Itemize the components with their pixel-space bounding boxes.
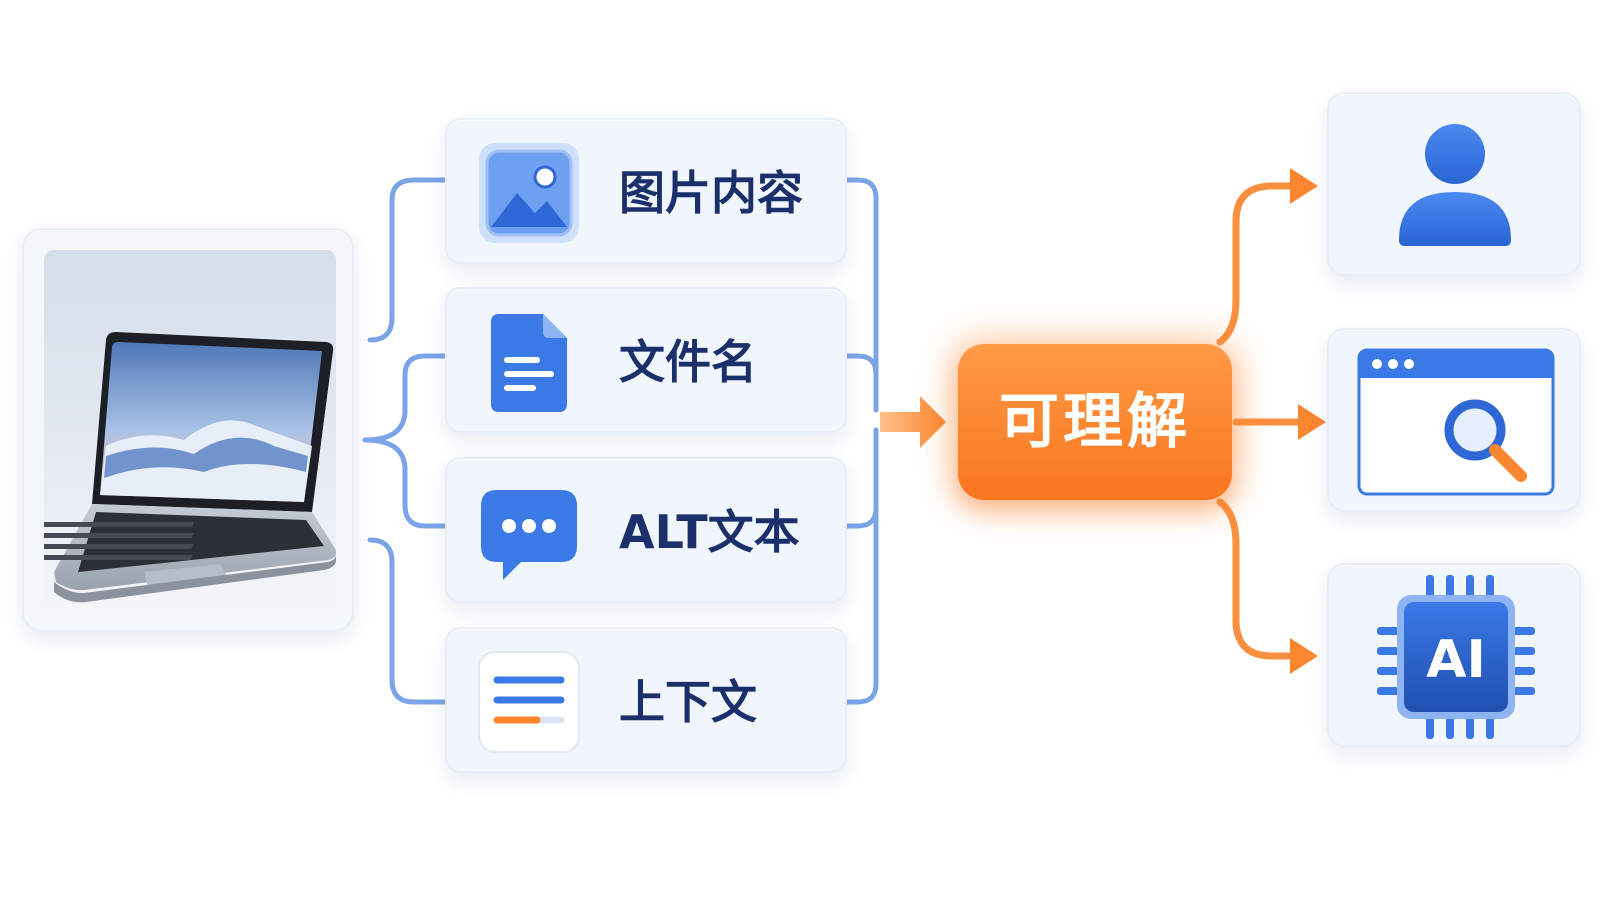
connector-right-file	[844, 353, 879, 377]
chat-bubble-icon	[481, 490, 577, 580]
result-card-user	[1327, 92, 1581, 276]
document-icon	[491, 314, 567, 412]
ai-chip-label: AI	[1426, 630, 1486, 690]
factor-label-file: 文件名	[619, 335, 757, 389]
factor-row-file: 文件名	[445, 287, 847, 433]
laptop-photo-card	[22, 228, 354, 632]
result-card-search	[1327, 328, 1581, 512]
connector-right-alt	[844, 427, 879, 529]
connector-right-lower	[844, 427, 879, 705]
arrowhead-ai	[1290, 638, 1318, 674]
factor-label-context: 上下文	[619, 675, 757, 729]
arrowhead-user	[1290, 168, 1318, 204]
connector-left-upper	[367, 177, 448, 343]
connector-left-lower	[367, 537, 448, 705]
image-icon	[479, 143, 579, 243]
arrow-to-center	[880, 396, 946, 448]
browser-search-icon	[1357, 348, 1555, 496]
factor-label-image: 图片内容	[619, 166, 803, 220]
factor-row-image: 图片内容	[445, 118, 847, 264]
factor-row-alt: ALT文本	[445, 457, 847, 603]
connector-left-middle	[362, 353, 448, 529]
text-lines-icon	[478, 651, 580, 753]
factor-label-alt: ALT文本	[619, 505, 800, 559]
connector-right-upper	[844, 177, 879, 413]
ai-chip-icon: AI	[1377, 575, 1535, 739]
arrow-to-ai	[1216, 498, 1296, 660]
result-card-ai: AI	[1327, 563, 1581, 747]
user-icon	[1399, 124, 1511, 246]
factor-row-context: 上下文	[445, 627, 847, 773]
understandable-node: 可理解	[958, 344, 1232, 500]
arrow-to-user	[1216, 182, 1296, 346]
laptop-image	[44, 250, 336, 614]
arrowhead-search	[1298, 404, 1326, 440]
